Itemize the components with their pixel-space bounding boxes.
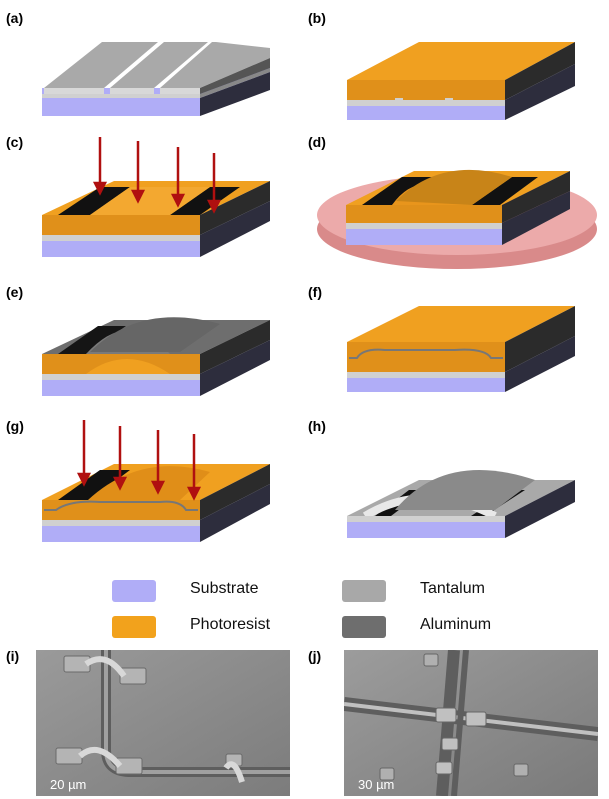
- tantalum-strip-2: [110, 42, 208, 88]
- tantalum-layer-side: [200, 68, 270, 98]
- block-side: [502, 171, 570, 223]
- tantalum-layer: [346, 223, 502, 229]
- substrate-front: [42, 380, 200, 396]
- trench-left: [58, 326, 126, 354]
- panel-e-diagram: [42, 317, 270, 396]
- tantalum-layer: [42, 235, 200, 241]
- substrate-side: [200, 484, 270, 542]
- panel-label-g: (g): [6, 418, 24, 434]
- trench-right: [472, 177, 538, 205]
- substrate-front: [346, 229, 502, 245]
- panel-label-f: (f): [308, 284, 322, 300]
- tantalum-strip-3: [160, 42, 270, 88]
- legend-label-photoresist: Photoresist: [190, 616, 271, 633]
- sem-image-j-drawing: [344, 650, 598, 796]
- substrate-side: [502, 191, 570, 245]
- photoresist-front: [42, 500, 200, 520]
- panel-label-b: (b): [308, 10, 326, 26]
- airbridge-dome: [395, 470, 535, 510]
- sem-image-i: 20 µm: [36, 650, 290, 796]
- exposure-arrows: [92, 137, 222, 214]
- tantalum-strip-3-front: [160, 88, 200, 94]
- tantalum-strip-3-side: [200, 58, 270, 94]
- panel-label-h: (h): [308, 418, 326, 434]
- panel-a-diagram: [42, 42, 270, 116]
- tantalum-layer: [347, 372, 505, 378]
- exposure-arrows: [76, 420, 202, 501]
- legend-label-tantalum: Tantalum: [420, 580, 485, 597]
- block-side: [505, 306, 575, 372]
- scale-bar-label: 30 µm: [358, 777, 395, 792]
- tantalum-layer: [42, 520, 200, 526]
- block-side: [505, 42, 575, 100]
- resist-dome: [88, 466, 210, 500]
- panel-label-e: (e): [6, 284, 24, 300]
- aluminum-dome-top: [90, 317, 220, 352]
- sem-image-i-drawing: [36, 650, 290, 796]
- trench-left: [58, 470, 130, 500]
- scale-bar-label: 20 µm: [50, 777, 87, 792]
- substrate-side: [200, 340, 270, 396]
- panel-label-c: (c): [6, 134, 24, 150]
- legend-swatch-substrate: [112, 580, 156, 602]
- tantalum-strip-1: [44, 42, 158, 88]
- photoresist-front: [42, 215, 200, 235]
- block-side: [200, 320, 270, 374]
- photoresist-front: [346, 205, 502, 223]
- legend-swatch-aluminum: [342, 616, 386, 638]
- panel-b-diagram: [347, 42, 575, 120]
- legend-label-substrate: Substrate: [190, 580, 259, 597]
- legend-label-aluminum: Aluminum: [420, 616, 492, 633]
- photoresist-top: [347, 306, 575, 342]
- sem-image-j: 30 µm: [344, 650, 598, 796]
- substrate-side: [505, 480, 575, 538]
- tantalum-layer: [347, 516, 505, 522]
- substrate-front: [42, 526, 200, 542]
- exposed-trench-right: [170, 187, 240, 215]
- exposed-trench-left: [58, 187, 130, 215]
- substrate-side: [200, 201, 270, 257]
- panel-h-diagram: [347, 470, 575, 538]
- trench-left: [362, 177, 432, 205]
- tantalum-bump: [445, 98, 453, 102]
- substrate-front: [347, 378, 505, 392]
- substrate-front: [347, 106, 505, 120]
- photoresist-dome-front: [86, 359, 170, 374]
- tantalum-bump: [395, 98, 403, 102]
- photoresist-front: [347, 342, 505, 372]
- block-side: [200, 181, 270, 235]
- panel-label-a: (a): [6, 10, 24, 26]
- substrate-front: [347, 522, 505, 538]
- tantalum-layer: [42, 94, 200, 98]
- legend-swatch-tantalum: [342, 580, 386, 602]
- substrate-front: [42, 98, 200, 116]
- photoresist-front: [347, 80, 505, 100]
- reflowed-resist-dome: [396, 169, 512, 205]
- buried-aluminum-line: [349, 348, 503, 359]
- substrate-front: [42, 241, 200, 257]
- legend-swatch-photoresist: [112, 616, 156, 638]
- panel-g-diagram: [42, 420, 270, 542]
- tantalum-layer: [347, 100, 505, 106]
- panel-d-diagram: [317, 169, 597, 269]
- block-side: [200, 464, 270, 520]
- panel-c-diagram: [42, 137, 270, 257]
- tantalum-strip-1-front: [44, 88, 104, 94]
- tantalum-strip-2-front: [110, 88, 154, 94]
- substrate-side: [200, 72, 270, 116]
- photoresist-top: [347, 42, 575, 80]
- substrate-side: [505, 64, 575, 120]
- buried-aluminum-line: [44, 500, 198, 511]
- tantalum-layer: [42, 374, 200, 380]
- panel-f-diagram: [347, 306, 575, 392]
- panel-label-d: (d): [308, 134, 326, 150]
- panel-label-j: (j): [308, 648, 322, 664]
- substrate-side: [505, 336, 575, 392]
- panel-label-i: (i): [6, 648, 20, 664]
